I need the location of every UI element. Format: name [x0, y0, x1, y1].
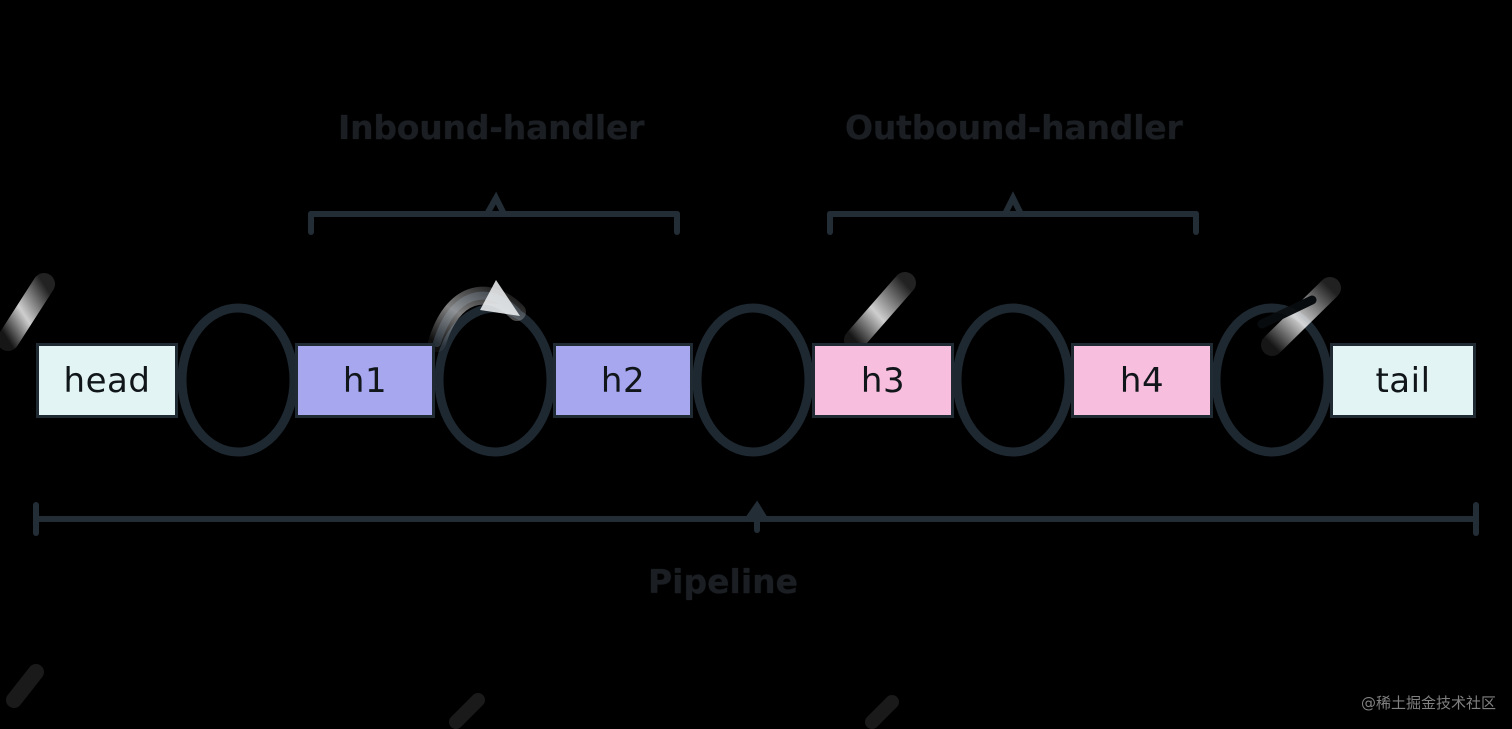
pipeline-label: Pipeline — [648, 562, 798, 601]
connector-h2-h3 — [692, 303, 814, 457]
streak-tail-dark — [1257, 295, 1317, 329]
connector-h4-tail — [1211, 303, 1333, 457]
node-h1[interactable]: h1 — [295, 343, 435, 418]
connector-h3-h4 — [952, 303, 1074, 457]
node-h2[interactable]: h2 — [553, 343, 693, 418]
inbound-section-title: Inbound-handler — [338, 108, 645, 147]
pipeline-bracket — [33, 500, 1479, 536]
outbound-section-title: Outbound-handler — [845, 108, 1183, 147]
connector-h1-h2 — [434, 303, 556, 457]
node-h4[interactable]: h4 — [1071, 343, 1213, 418]
bottom-artifacts — [6, 664, 899, 729]
inbound-bracket — [308, 191, 680, 235]
outbound-bracket — [827, 191, 1199, 235]
streak-tail — [1261, 277, 1341, 356]
watermark: @稀土掘金技术社区 — [1360, 694, 1496, 712]
streak-left — [0, 273, 55, 351]
node-tail[interactable]: tail — [1330, 343, 1476, 418]
highlight-streaks — [0, 272, 1341, 356]
inbound-flow-arrow — [428, 280, 526, 352]
connector-head-h1 — [177, 303, 299, 457]
node-head[interactable]: head — [36, 343, 178, 418]
node-h3[interactable]: h3 — [812, 343, 954, 418]
streak-h3 — [844, 272, 916, 351]
